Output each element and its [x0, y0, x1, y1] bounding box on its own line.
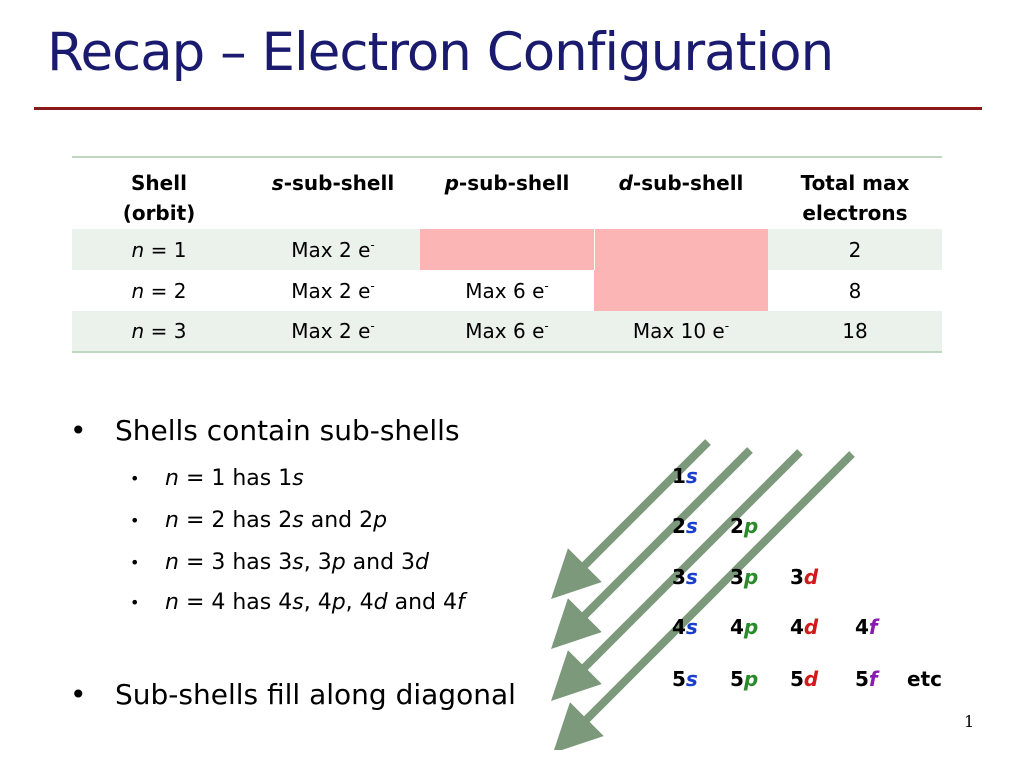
orbital-4f: 4f: [855, 615, 878, 639]
table-header-row: Shell(orbit) s-sub-shell p-sub-shell d-s…: [72, 157, 942, 229]
orbital-3p: 3p: [730, 565, 759, 589]
page-title: Recap – Electron Configuration: [47, 22, 834, 83]
electron-config-table: Shell(orbit) s-sub-shell p-sub-shell d-s…: [72, 156, 942, 353]
cell-p: Max 6 e-: [420, 311, 594, 352]
diagonal-arrow: [553, 451, 855, 750]
cell-s: Max 2 e-: [246, 229, 420, 270]
table-row: n = 3 Max 2 e- Max 6 e- Max 10 e- 18: [72, 311, 942, 352]
orbital-4d: 4d: [790, 615, 819, 639]
cell-s: Max 2 e-: [246, 311, 420, 352]
orbital-2s: 2s: [672, 514, 698, 538]
etc-label: etc: [907, 667, 942, 691]
orbital-5p: 5p: [730, 667, 759, 691]
cell-d-empty: [594, 229, 768, 270]
header-s-subshell: s-sub-shell: [271, 171, 395, 195]
header-p-subshell: p-sub-shell: [444, 171, 570, 195]
cell-shell: n = 1: [72, 229, 246, 270]
table-row: n = 2 Max 2 e- Max 6 e- 8: [72, 270, 942, 311]
orbital-5d: 5d: [790, 667, 819, 691]
cell-total: 2: [768, 229, 942, 270]
orbital-1s: 1s: [672, 464, 698, 488]
orbital-5f: 5f: [855, 667, 878, 691]
cell-p: Max 6 e-: [465, 278, 549, 303]
diagonal-arrow: [551, 447, 753, 649]
diagonal-arrows: [551, 439, 855, 750]
title-divider: [34, 107, 982, 110]
cell-d: Max 10 e-: [594, 311, 768, 352]
cell-p-empty: [420, 229, 595, 270]
orbital-3s: 3s: [672, 565, 698, 589]
orbital-2p: 2p: [730, 514, 759, 538]
cell-total: 18: [768, 311, 942, 352]
orbital-4p: 4p: [730, 615, 759, 639]
cell-s: Max 2 e-: [291, 278, 375, 303]
cell-total: 8: [848, 278, 862, 303]
diagonal-arrow: [551, 449, 803, 701]
cell-shell: n = 2: [131, 278, 187, 303]
orbital-5s: 5s: [672, 667, 698, 691]
cell-d-empty: [594, 270, 768, 311]
diagonal-arrow: [551, 439, 711, 599]
cell-shell: n = 3: [72, 311, 246, 352]
orbital-4s: 4s: [672, 615, 698, 639]
header-d-subshell: d-sub-shell: [618, 171, 744, 195]
page-number: 1: [964, 712, 975, 731]
header-shell: Shell(orbit): [122, 171, 196, 225]
table-row: n = 1 Max 2 e- 2: [72, 229, 942, 270]
orbital-3d: 3d: [790, 565, 819, 589]
